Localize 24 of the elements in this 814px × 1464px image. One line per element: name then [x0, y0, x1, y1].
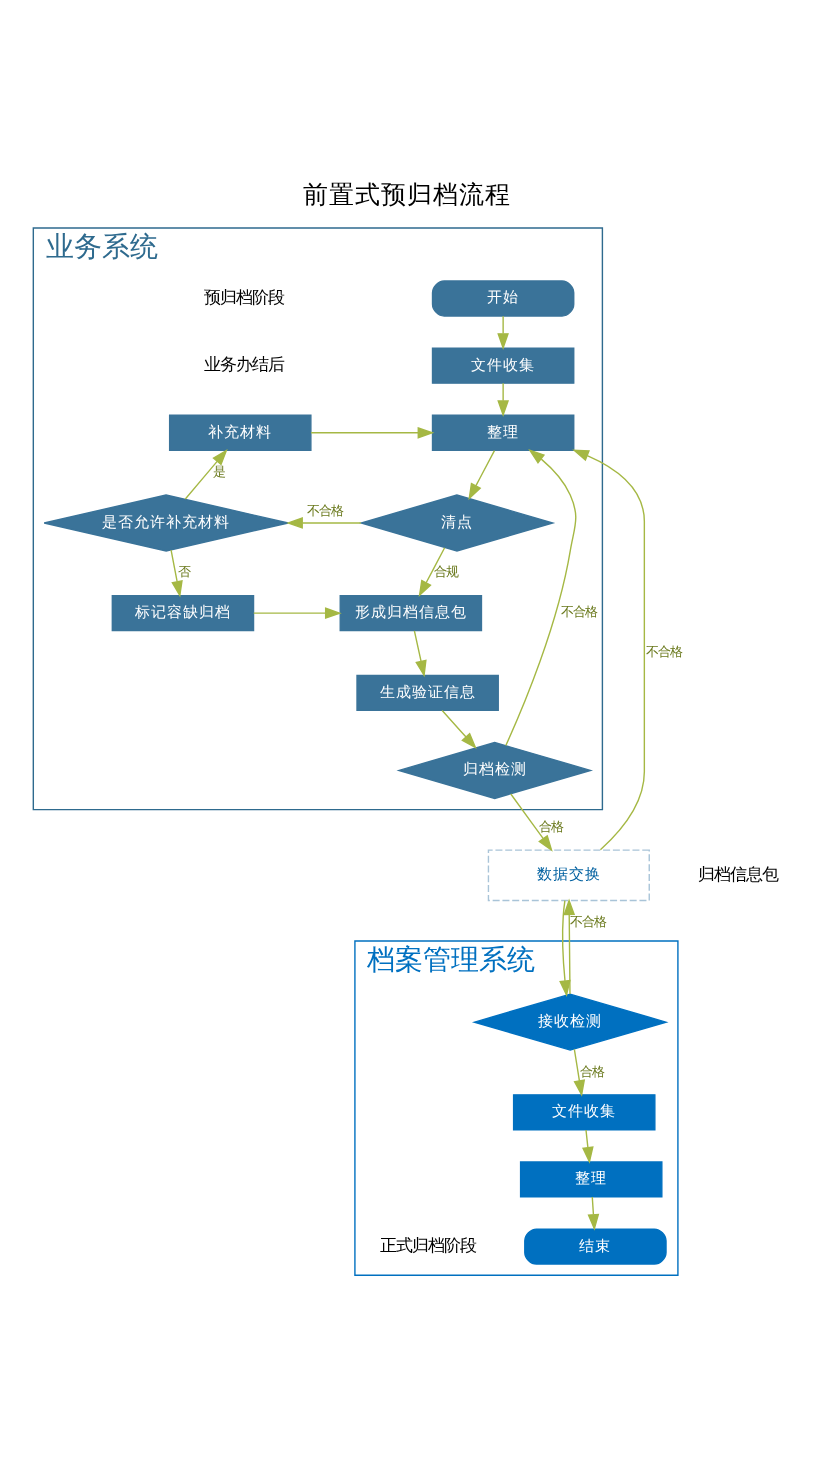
arrow: [418, 547, 446, 598]
arrow: [170, 549, 183, 598]
arrow: [441, 709, 477, 750]
arrow: [559, 900, 571, 997]
arrow: [582, 1129, 594, 1164]
arrow: [563, 898, 576, 995]
arrow: [587, 1196, 600, 1231]
arrow: [497, 315, 509, 350]
label: 预归档阶段: [204, 286, 285, 307]
arrow: [572, 449, 646, 851]
label: 正式归档阶段: [379, 1234, 476, 1255]
arrow: [497, 382, 509, 418]
arrow: [286, 517, 362, 529]
arrow: [310, 426, 435, 439]
arrow: [184, 449, 228, 500]
label: 业务办结后: [204, 353, 285, 374]
arrow: [468, 449, 496, 501]
label: 归档信息包: [698, 863, 779, 884]
arrow: [510, 793, 553, 852]
arrow: [253, 607, 342, 620]
arrow: [573, 1048, 586, 1097]
arrow: [413, 630, 427, 678]
arrow: [505, 449, 577, 747]
diagram-title: 前置式预归档流程: [303, 179, 511, 210]
